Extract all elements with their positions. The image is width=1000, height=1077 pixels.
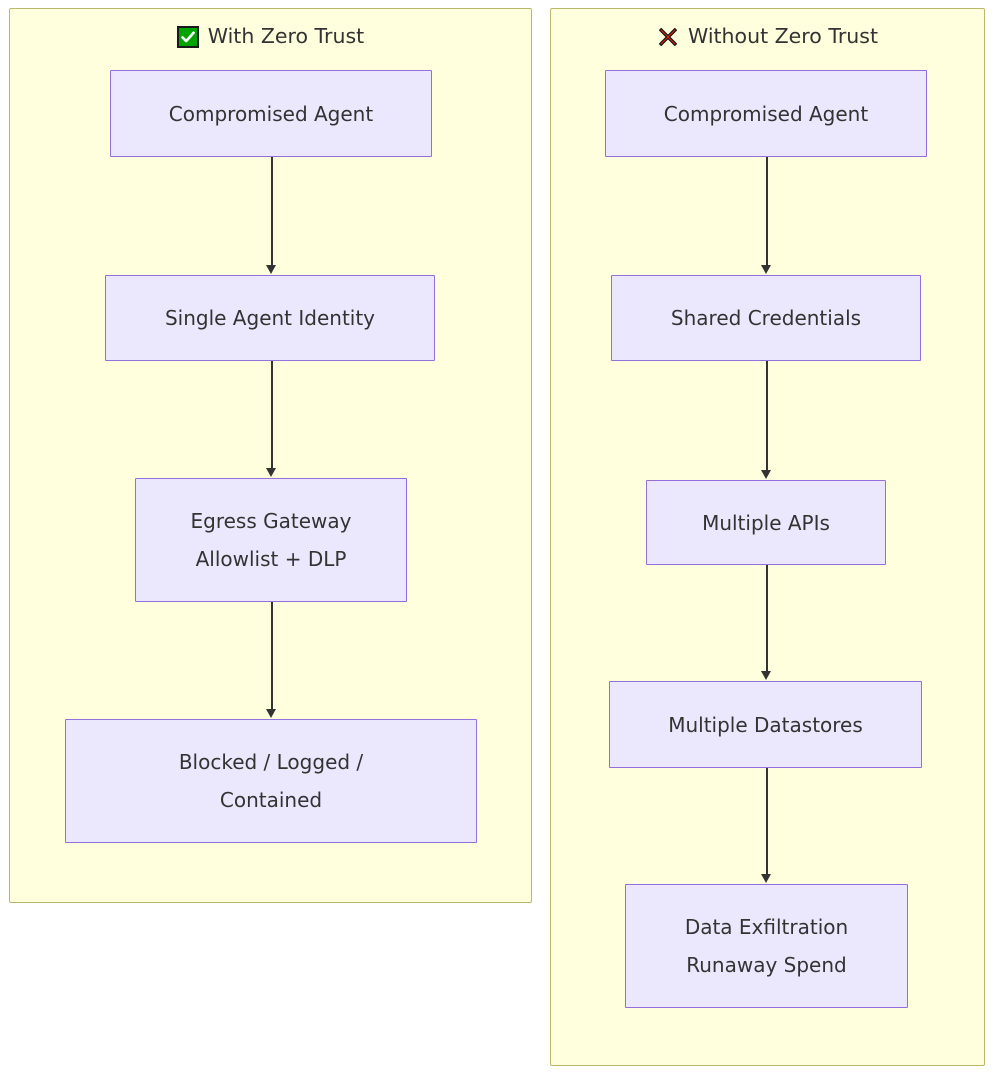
subgraph-title-with-zero-trust: With Zero Trust — [10, 23, 531, 49]
node-label: Multiple Datastores — [668, 712, 863, 737]
node-label: Data Exfiltration Runaway Spend — [684, 915, 849, 977]
node-multiple-apis[interactable]: Multiple APIs — [646, 480, 886, 565]
node-blocked-logged-contained[interactable]: Blocked / Logged / Contained — [65, 719, 477, 843]
node-compromised-agent-right[interactable]: Compromised Agent — [605, 70, 927, 157]
node-single-agent-identity[interactable]: Single Agent Identity — [105, 275, 435, 361]
white-heavy-check-mark-icon — [176, 26, 199, 48]
node-shared-credentials[interactable]: Shared Credentials — [611, 275, 921, 361]
subgraph-title-label-right: Without Zero Trust — [688, 24, 878, 48]
node-label: Compromised Agent — [168, 101, 374, 126]
node-multiple-datastores[interactable]: Multiple Datastores — [609, 681, 922, 768]
node-label: Shared Credentials — [670, 306, 862, 330]
node-egress-gateway-allowlist-dlp[interactable]: Egress Gateway Allowlist + DLP — [135, 478, 407, 602]
node-compromised-agent-left[interactable]: Compromised Agent — [110, 70, 432, 157]
subgraph-title-label-left: With Zero Trust — [207, 24, 365, 48]
node-data-exfiltration-runaway-spend[interactable]: Data Exfiltration Runaway Spend — [625, 884, 908, 1008]
node-label: Single Agent Identity — [164, 306, 376, 330]
node-label: Compromised Agent — [663, 101, 869, 126]
node-label: Multiple APIs — [702, 510, 830, 535]
subgraph-title-without-zero-trust: Without Zero Trust — [551, 23, 984, 49]
node-label: Egress Gateway Allowlist + DLP — [190, 509, 352, 571]
node-label: Blocked / Logged / Contained — [178, 750, 364, 812]
cross-mark-icon — [657, 26, 679, 48]
